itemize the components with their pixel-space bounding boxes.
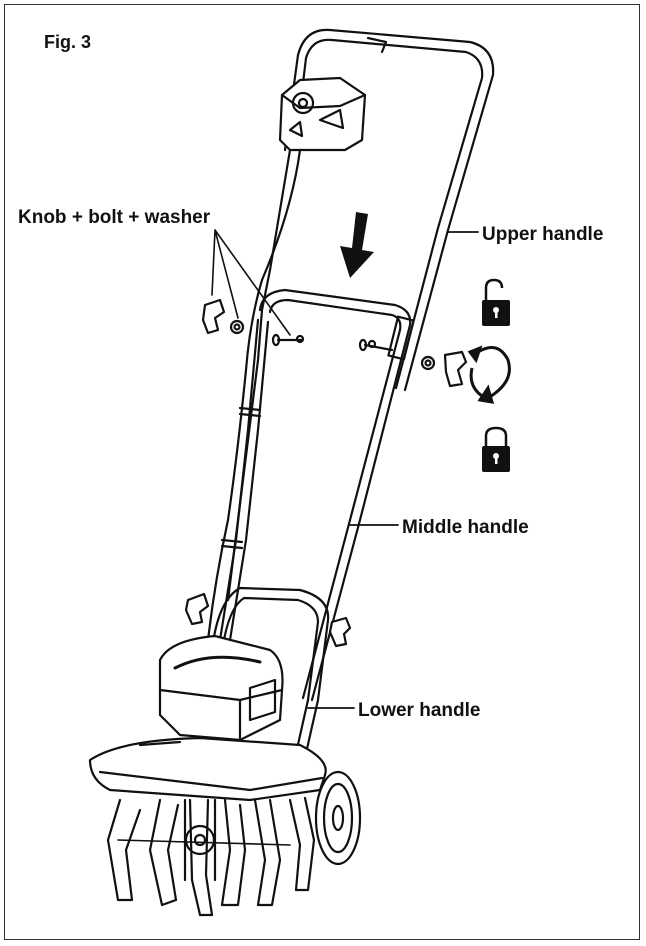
motor-housing bbox=[158, 634, 284, 742]
tines bbox=[106, 796, 316, 917]
rotate-arrows-icon bbox=[467, 345, 511, 404]
right-hardware bbox=[358, 338, 468, 388]
tine-shield bbox=[88, 736, 327, 802]
lower-handle-label: Lower handle bbox=[358, 700, 481, 721]
locked-padlock-icon bbox=[482, 426, 510, 472]
middle-handle-label: Middle handle bbox=[402, 517, 529, 538]
wheel bbox=[314, 770, 362, 866]
upper-handle-drawing bbox=[283, 28, 495, 392]
exploded-hardware bbox=[201, 229, 304, 347]
control-box bbox=[278, 76, 367, 152]
knob-bolt-washer-label: Knob + bolt + washer bbox=[18, 207, 211, 228]
figure-label: Fig. 3 bbox=[44, 32, 92, 52]
power-cable bbox=[206, 148, 302, 642]
figure-frame bbox=[4, 4, 640, 940]
lower-handle-drawing bbox=[210, 586, 330, 782]
down-arrow-icon bbox=[340, 212, 374, 278]
unlocked-padlock-icon bbox=[482, 278, 510, 326]
left-knob bbox=[184, 592, 210, 626]
right-knob bbox=[328, 616, 352, 648]
upper-handle-label: Upper handle bbox=[482, 224, 604, 245]
